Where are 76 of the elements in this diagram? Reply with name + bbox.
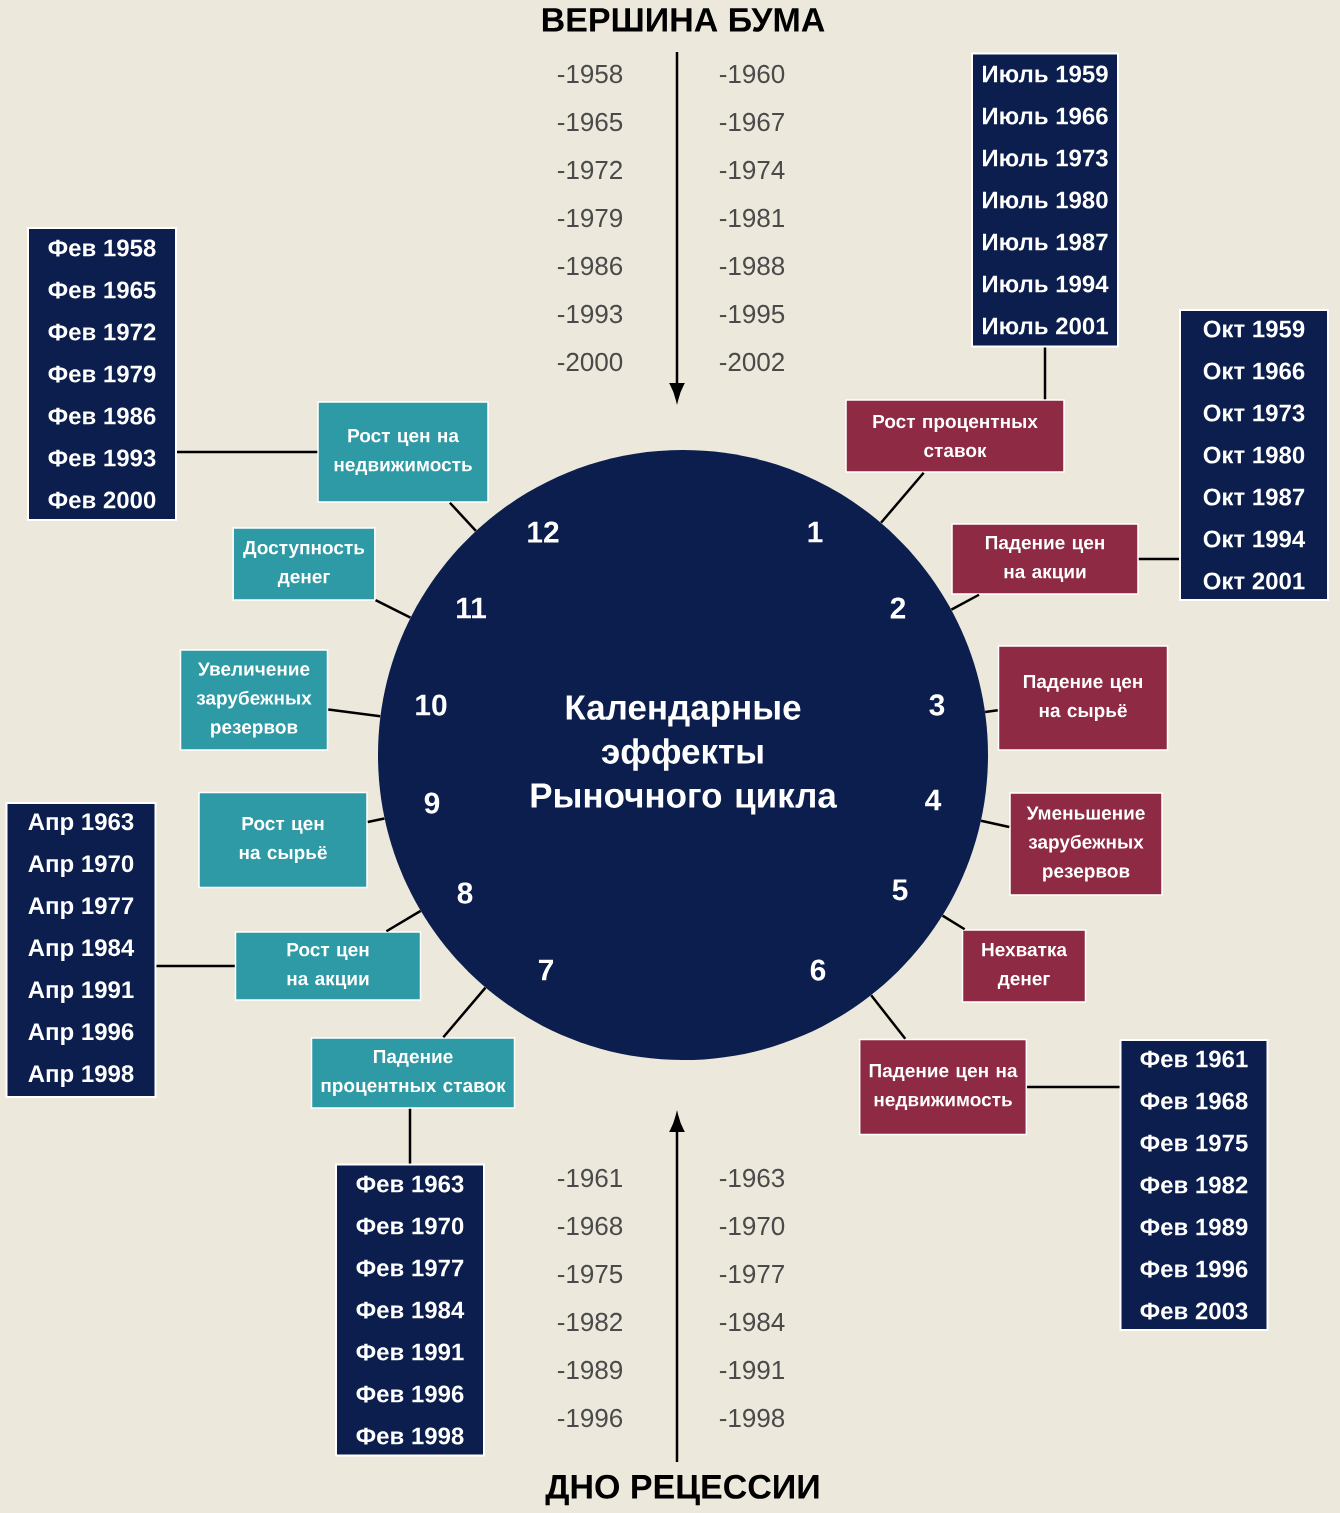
clock-number: 3 [929,694,945,716]
leader-line [950,593,980,611]
year-label: -1967 [719,112,784,132]
phase-box: Увеличение зарубежных резервов [179,649,329,751]
phase-box: Рост процентных ставок [845,399,1065,473]
phase-box: Рост цен на акции [234,931,422,1001]
year-label: -1960 [719,64,785,84]
year-label: -1977 [719,1264,784,1284]
clock-number: 7 [538,959,554,981]
date-list-box: Фев 1963 Фев 1970 Фев 1977 Фев 1984 Фев 1991 Фев 1996 Фев 1998 [335,1163,485,1457]
leader-line [375,598,412,619]
year-label: -1993 [557,304,623,324]
leader-line [980,819,1010,829]
leader-line [177,450,318,454]
year-label: -1974 [719,160,785,180]
heading: ДНО РЕЦЕССИИ [545,1474,819,1506]
leader-line [156,964,235,968]
year-label: -1963 [719,1168,785,1188]
leader-line [328,708,381,718]
year-label: -1991 [719,1360,784,1380]
year-label: -1996 [557,1408,623,1428]
leader-line [870,994,907,1040]
phase-box: Падение цен на сырьё [997,645,1169,751]
year-label: -1984 [719,1312,785,1332]
leader-line [1027,1085,1120,1089]
leader-line [984,708,998,714]
leader-line [385,909,422,933]
year-label: -2000 [557,352,623,372]
date-list-box: Июль 1959 Июль 1966 Июль 1973 Июль 1980 Июль 1987 Июль 1994 Июль 2001 [971,52,1119,348]
date-list-box: Апр 1963 Апр 1970 Апр 1977 Апр 1984 Апр 1991 Апр 1996 Апр 1998 [5,802,157,1098]
clock-number: 8 [457,882,473,904]
clock-number: 5 [892,879,908,901]
date-list-box: Фев 1961 Фев 1968 Фев 1975 Фев 1982 Фев 1989 Фев 1996 Фев 2003 [1119,1039,1269,1331]
clock-number: 11 [457,597,487,619]
leader-line [941,914,966,931]
leader-line [449,501,477,532]
phase-box: Падение процентных ставок [310,1037,516,1109]
year-label: -1982 [557,1312,622,1332]
leader-line [1138,557,1179,561]
year-label: -1958 [557,64,623,84]
date-list-box: Фев 1958 Фев 1965 Фев 1972 Фев 1979 Фев 1986 Фев 1993 Фев 2000 [27,227,177,521]
year-label: -1986 [557,256,623,276]
year-label: -1988 [719,256,785,276]
clock-number: 9 [424,792,440,814]
year-label: -1995 [719,304,785,324]
year-label: -1968 [557,1216,623,1236]
clock-number: 2 [890,597,906,619]
phase-box: Уменьшение зарубежных резервов [1009,792,1163,896]
phase-box: Падение цен на акции [951,523,1139,595]
year-label: -1998 [719,1408,785,1428]
leader-line [880,471,925,524]
phase-box: Рост цен на недвижимость [317,401,489,503]
leader-line [1043,347,1047,400]
clock-number: 4 [925,789,942,811]
date-list-box: Окт 1959 Окт 1966 Окт 1973 Окт 1980 Окт 1987 Окт 1994 Окт 2001 [1179,309,1329,601]
title: ВЕРШИНА БУМА [542,8,825,32]
phase-box: Нехватка денег [961,929,1087,1003]
year-label: -2002 [719,352,784,372]
year-label: -1981 [719,208,784,228]
leader-line [408,1108,412,1164]
clock-number: 6 [810,959,826,981]
year-label: -1989 [557,1360,622,1380]
phase-box: Падение цен на недвижимость [858,1038,1028,1136]
clock-number: 10 [416,694,447,716]
year-label: -1972 [557,160,622,180]
year-label: -1975 [557,1264,623,1284]
year-label: -1979 [557,208,622,228]
year-label: -1965 [557,112,623,132]
leader-line [367,817,385,824]
leader-line [442,986,487,1039]
phase-box: Доступность денег [232,527,376,601]
year-label: -1970 [719,1216,785,1236]
clock-number: 1 [808,521,823,543]
phase-box: Рост цен на сырьё [198,791,368,889]
year-label: -1961 [557,1168,622,1188]
clock-number: 12 [528,521,559,543]
